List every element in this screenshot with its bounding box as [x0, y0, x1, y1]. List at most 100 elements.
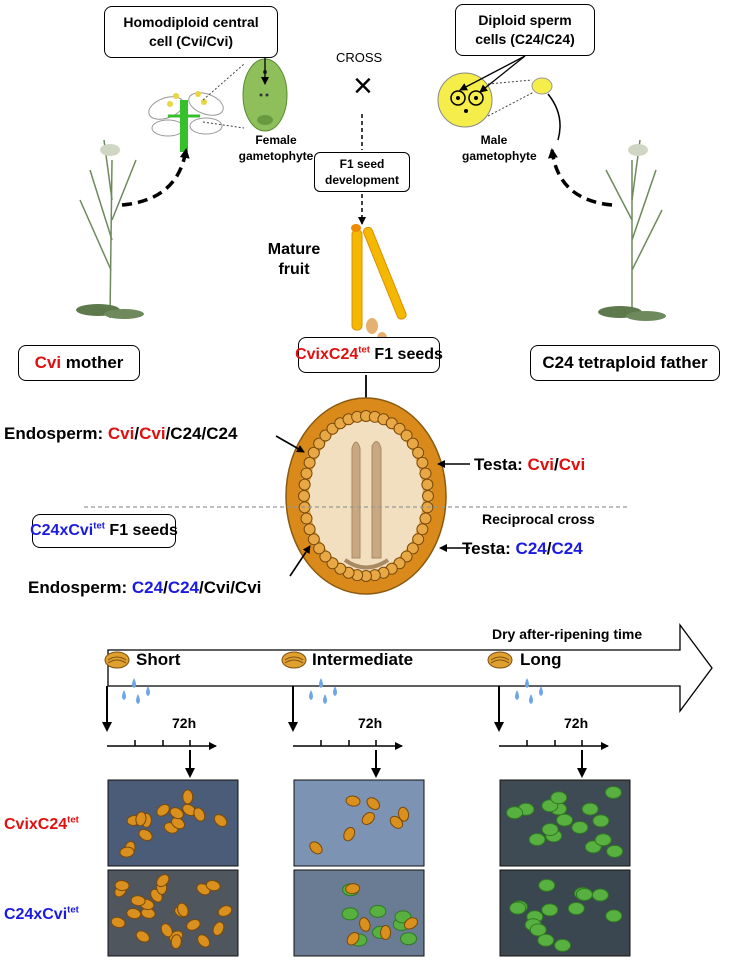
seedling-mark: [575, 887, 593, 901]
seed-mark: [361, 811, 375, 826]
seedling-mark: [341, 907, 359, 921]
seed-mark: [397, 806, 410, 822]
sperm-cells-box: Diploid sperm cells (C24/C24): [455, 4, 595, 56]
seed-cross-section: [285, 397, 447, 595]
seedling-mark: [556, 813, 574, 827]
seedling-mark: [550, 791, 568, 805]
time-label-short: 72h: [172, 715, 197, 731]
seed-mark: [197, 934, 211, 948]
endosperm-cell: [422, 490, 434, 502]
endosperm-cell: [419, 467, 432, 480]
f1-seeds-box: CvixC24tet F1 seeds: [295, 337, 443, 373]
mother-label: mother: [61, 353, 124, 372]
cross-label: CROSS: [336, 50, 383, 65]
seed-mark: [205, 880, 221, 892]
seedling-mark: [506, 806, 524, 820]
stage-long: Long: [520, 650, 562, 669]
water-drops: [122, 678, 543, 704]
endosperm-cell: [298, 490, 310, 502]
seed-mark: [380, 925, 392, 941]
endosperm-cell: [416, 523, 429, 536]
mother-box: Cvi mother: [18, 345, 140, 381]
endosperm-cell: [406, 542, 419, 555]
seed-mark: [366, 797, 381, 811]
seed-mark: [130, 895, 146, 907]
time-label-long: 72h: [564, 715, 589, 731]
seedling-mark: [567, 902, 585, 916]
seed-mark: [126, 908, 142, 920]
seedling-mark: [537, 933, 555, 947]
male-gametophyte-label: Male gametophyte: [462, 133, 537, 163]
seedling-mark: [571, 820, 589, 834]
father-plant-illustration: [598, 139, 666, 321]
time-label-intermediate: 72h: [358, 715, 383, 731]
central-cell-box: Homodiploid central cell (Cvi/Cvi): [104, 6, 278, 58]
seedling-mark: [554, 938, 572, 952]
seed-mark: [171, 817, 186, 830]
reciprocal-cross-name: C24xCvitet: [30, 520, 105, 539]
female-gametophyte-label: Female gametophyte: [238, 133, 314, 163]
seedling-mark: [592, 814, 610, 828]
seed-mark: [182, 789, 194, 805]
timeline-title: Dry after-ripening time: [492, 626, 643, 642]
seed-mark: [119, 846, 135, 858]
seedling-mark: [528, 833, 546, 847]
endosperm-cell: [300, 467, 313, 480]
reciprocal-seeds-label: F1 seeds: [104, 522, 178, 539]
seed-mark: [403, 917, 418, 930]
endosperm-cell: [419, 512, 432, 525]
seed-mark: [138, 828, 153, 842]
stage-seed-intermediate-icon: [281, 651, 307, 669]
f1-seeds-label: F1 seeds: [369, 346, 443, 363]
endosperm-layer: [298, 410, 434, 582]
endosperm-cell: [416, 456, 429, 469]
endosperm-cell: [319, 550, 332, 563]
seed-mark: [345, 883, 361, 895]
endosperm-cell: [303, 456, 316, 469]
seed-mark: [156, 803, 170, 817]
photo-row1-intermediate: [293, 779, 425, 867]
reciprocal-f1-seeds-box: C24xCvitet F1 seeds: [30, 514, 178, 548]
seed-mark: [346, 931, 360, 946]
seed-mark: [186, 919, 201, 931]
father-box: C24 tetraploid father: [530, 345, 720, 381]
endosperm-top-label: Endosperm: Cvi/Cvi/C24/C24: [4, 424, 238, 443]
endosperm-cell: [412, 446, 425, 459]
seed-mark: [343, 826, 356, 842]
mature-fruit-illustration: [351, 224, 407, 344]
endosperm-cell: [412, 533, 425, 546]
stage-seed-long-icon: [487, 651, 513, 669]
seed-mark: [160, 923, 173, 938]
f1-cross-name: CvixC24tet: [295, 344, 370, 363]
mother-plant-illustration: [76, 139, 144, 319]
seed-mark: [177, 902, 189, 918]
seed-mark: [114, 880, 130, 892]
endosperm-cell: [421, 478, 434, 491]
endosperm-cell: [406, 437, 419, 450]
seedling-mark: [369, 904, 387, 918]
endosperm-cell: [313, 437, 326, 450]
reciprocal-cross-label: Reciprocal cross: [482, 511, 595, 527]
seedling-mark: [541, 822, 559, 836]
mother-strain: Cvi: [34, 353, 62, 372]
f1-development-box: F1 seed development: [314, 152, 410, 192]
timeline-arrow: [107, 623, 713, 713]
stage-seed-short-icon: [104, 651, 130, 669]
seedling-mark: [541, 903, 559, 917]
seed-mark: [345, 795, 361, 807]
seedling-mark: [538, 878, 556, 892]
stage-short: Short: [136, 650, 181, 669]
pollen-grain-illustration: [437, 72, 561, 141]
seedling-mark: [605, 909, 623, 923]
seed-mark: [193, 807, 206, 822]
seedling-mark: [581, 802, 599, 816]
seedling-mark: [594, 833, 612, 847]
seed-mark: [170, 934, 182, 950]
seed-mark: [169, 807, 184, 820]
seed-mark: [135, 811, 147, 827]
seed-mark: [359, 917, 371, 932]
mature-fruit-label: Mature fruit: [267, 241, 321, 278]
endosperm-cell: [298, 478, 311, 491]
seed-mark: [212, 921, 225, 936]
